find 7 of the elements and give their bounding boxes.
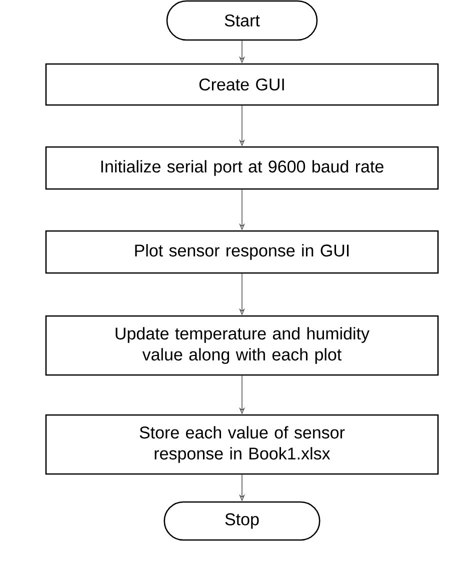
- terminal-box: Start: [166, 0, 318, 41]
- terminal-box: Stop: [164, 501, 320, 541]
- process-box: Update temperature and humidity value along with each plot: [45, 315, 439, 376]
- process-box: Create GUI: [45, 63, 439, 106]
- process-box: Initialize serial port at 9600 baud rate: [45, 146, 439, 190]
- process-box: Store each value of sensor response in Book1.xlsx: [45, 414, 439, 475]
- process-box: Plot sensor response in GUI: [45, 230, 439, 274]
